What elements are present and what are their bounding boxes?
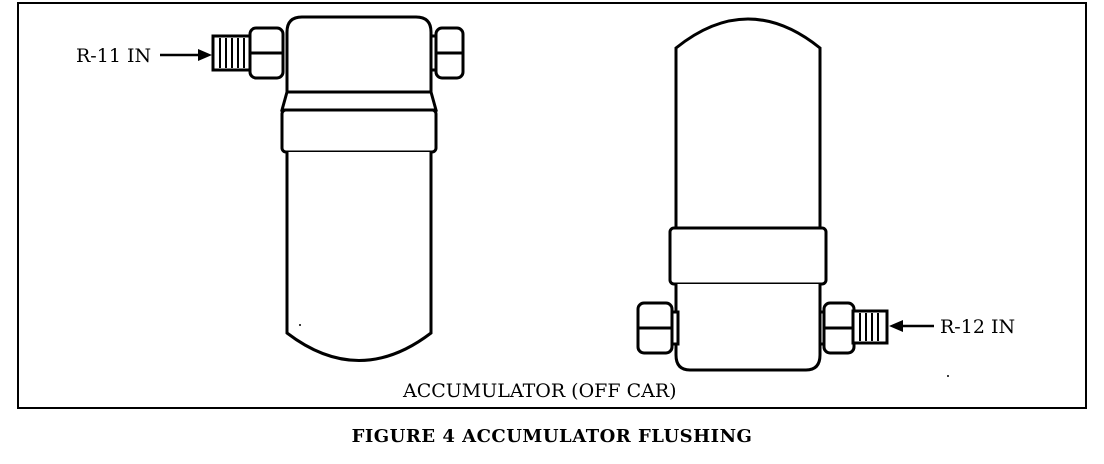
- left-outlet-fitting: [429, 26, 465, 80]
- stray-mark: [299, 324, 301, 326]
- right-accumulator-bottom-cap: [674, 284, 822, 372]
- left-inlet-fitting: [211, 26, 285, 80]
- right-accumulator-collar: [668, 226, 828, 286]
- left-accumulator-collar: [280, 108, 438, 154]
- left-accumulator: [280, 15, 438, 362]
- right-accumulator: [668, 17, 828, 372]
- left-accumulator-top-cap: [285, 15, 433, 94]
- stray-mark: [947, 375, 949, 377]
- left-inlet-label: R-11 IN: [76, 45, 151, 67]
- right-outlet-fitting: [636, 301, 680, 355]
- right-inlet-arrow: [889, 320, 934, 332]
- right-accumulator-body: [674, 17, 822, 235]
- left-accumulator-body: [285, 152, 433, 362]
- right-inlet-label: R-12 IN: [940, 316, 1015, 338]
- left-inlet-arrow: [160, 49, 212, 61]
- right-inlet-fitting: [818, 301, 889, 355]
- left-accumulator-shoulder: [280, 91, 438, 112]
- figure-frame: [17, 2, 1087, 409]
- figure-caption: FIGURE 4 ACCUMULATOR FLUSHING: [351, 426, 753, 447]
- accumulator-label: ACCUMULATOR (OFF CAR): [402, 380, 677, 402]
